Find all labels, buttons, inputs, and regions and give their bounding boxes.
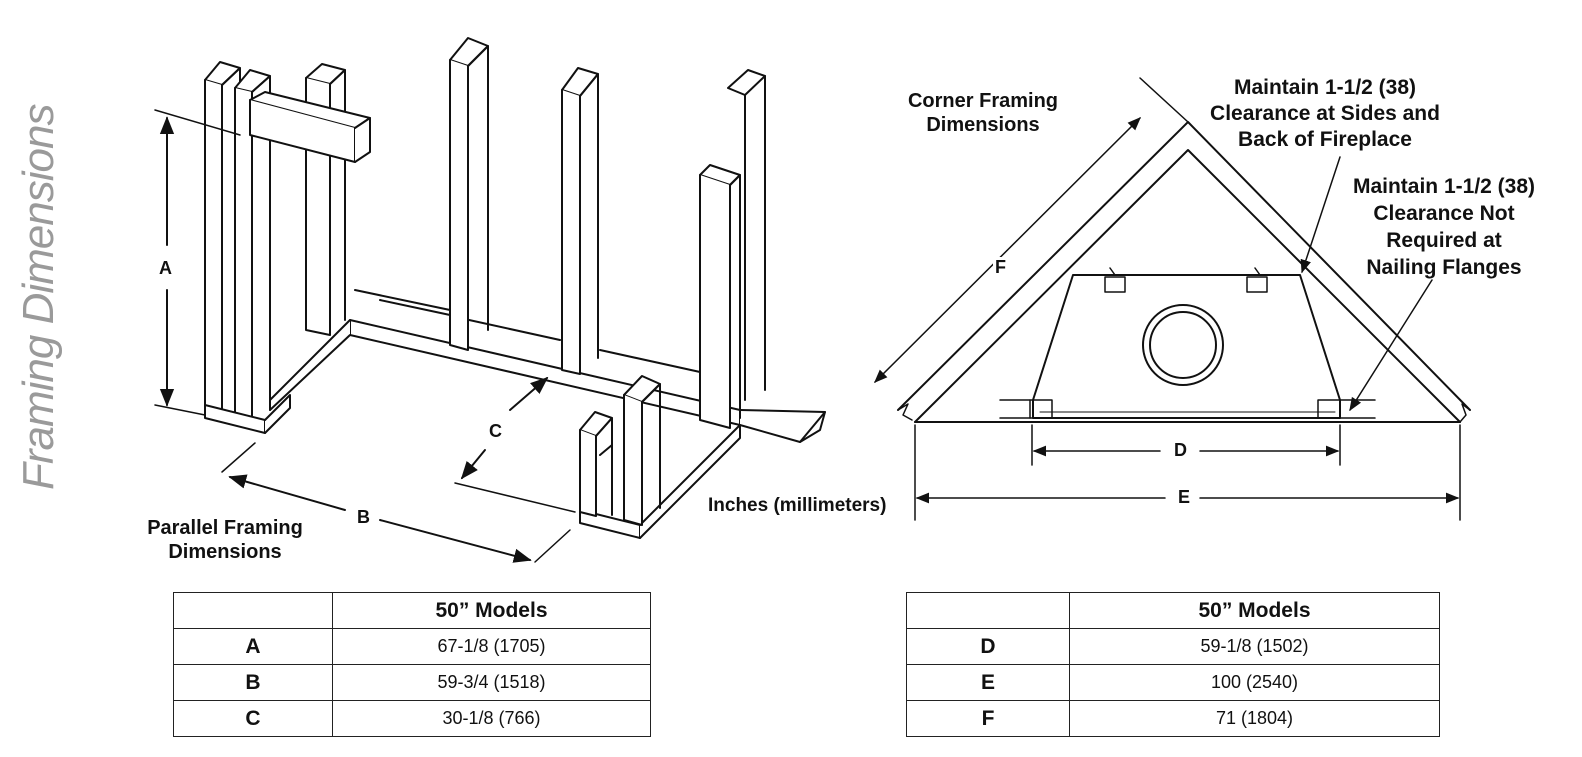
table-row: E 100 (2540) <box>906 664 1440 701</box>
row-value: 59-3/4 (1518) <box>332 664 651 701</box>
dimension-d-line <box>1031 424 1341 466</box>
table-header-empty <box>906 592 1070 629</box>
note1-line3: Back of Fireplace <box>1238 128 1412 151</box>
dim-label-b: B <box>355 507 372 528</box>
corner-dimensions-table: 50” Models D 59-1/8 (1502) E 100 (2540) … <box>906 592 1440 737</box>
parallel-caption-line1: Parallel Framing <box>147 517 303 539</box>
parallel-caption: Parallel Framing Dimensions <box>130 516 320 564</box>
row-value: 71 (1804) <box>1069 700 1440 737</box>
row-value: 30-1/8 (766) <box>332 700 651 737</box>
table-header-models: 50” Models <box>1069 592 1440 629</box>
table-header-row: 50” Models <box>906 592 1440 629</box>
row-key: B <box>173 664 333 701</box>
row-key: A <box>173 628 333 665</box>
note2-line2: Clearance Not <box>1373 202 1515 225</box>
table-row: B 59-3/4 (1518) <box>173 664 651 701</box>
table-row: A 67-1/8 (1705) <box>173 628 651 665</box>
note2-line1: Maintain 1-1/2 (38) <box>1352 175 1536 198</box>
dimension-f-line <box>874 77 1189 383</box>
parallel-dimensions-table: 50” Models A 67-1/8 (1705) B 59-3/4 (151… <box>173 592 651 737</box>
dimension-a-line <box>154 109 241 416</box>
dimension-e-line <box>914 424 1461 521</box>
note-leader-lines <box>1300 156 1433 412</box>
clearance-note-sides: Maintain 1-1/2 (38) Clearance at Sides a… <box>1200 75 1450 153</box>
corner-caption-line1: Corner Framing <box>907 90 1059 112</box>
table-row: F 71 (1804) <box>906 700 1440 737</box>
corner-caption: Corner Framing Dimensions <box>893 89 1073 137</box>
dim-label-c: C <box>487 421 504 442</box>
row-value: 67-1/8 (1705) <box>332 628 651 665</box>
row-key: C <box>173 700 333 737</box>
parallel-framing-drawing <box>204 37 826 539</box>
dim-label-d: D <box>1172 440 1189 461</box>
row-value: 100 (2540) <box>1069 664 1440 701</box>
note2-line3: Required at <box>1386 229 1502 252</box>
dimension-b-line <box>221 442 571 563</box>
dim-label-e: E <box>1176 487 1193 508</box>
note1-line2: Clearance at Sides and <box>1210 102 1440 125</box>
parallel-caption-line2: Dimensions <box>168 541 282 563</box>
dim-label-a: A <box>157 258 174 279</box>
row-key: D <box>906 628 1070 665</box>
corner-caption-line2: Dimensions <box>926 114 1040 136</box>
note1-line1: Maintain 1-1/2 (38) <box>1233 76 1417 99</box>
table-header-empty <box>173 592 333 629</box>
table-row: D 59-1/8 (1502) <box>906 628 1440 665</box>
dimension-c-line <box>454 376 576 513</box>
row-key: F <box>906 700 1070 737</box>
dim-label-f: F <box>993 257 1008 278</box>
table-row: C 30-1/8 (766) <box>173 700 651 737</box>
units-label: Inches (millimeters) <box>708 495 887 516</box>
table-header-row: 50” Models <box>173 592 651 629</box>
clearance-note-flanges: Maintain 1-1/2 (38) Clearance Not Requir… <box>1340 173 1548 281</box>
table-header-models: 50” Models <box>332 592 651 629</box>
note2-line4: Nailing Flanges <box>1366 256 1522 279</box>
row-key: E <box>906 664 1070 701</box>
row-value: 59-1/8 (1502) <box>1069 628 1440 665</box>
